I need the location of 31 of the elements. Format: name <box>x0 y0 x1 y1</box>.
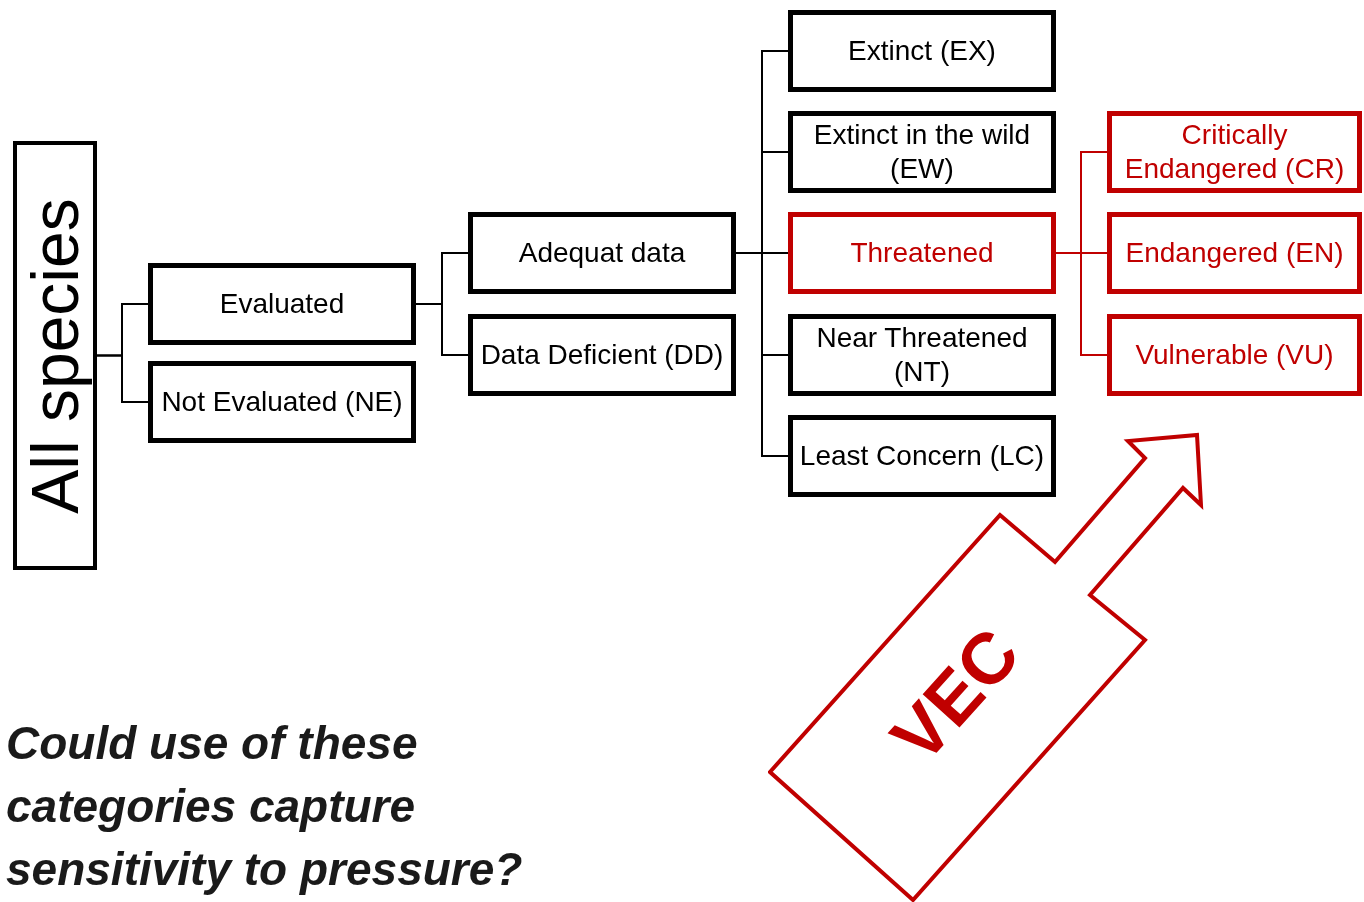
box-label: Adequat data <box>518 236 686 270</box>
box-label: Not Evaluated (NE) <box>161 385 403 419</box>
box-label: Extinct in the wild (EW) <box>812 118 1032 186</box>
arrow-label: VEC <box>878 615 1032 775</box>
connector-line <box>1055 252 1108 356</box>
connector-line <box>735 252 789 457</box>
category-box <box>788 212 1056 294</box>
connector-line <box>415 303 469 356</box>
category-box <box>1107 314 1362 396</box>
category-box <box>1107 212 1362 294</box>
box-label: Data Deficient (DD) <box>480 338 724 372</box>
connector-line <box>96 354 149 403</box>
box-label: Extinct (EX) <box>848 34 996 68</box>
category-box <box>788 314 1056 396</box>
category-box <box>468 314 736 396</box>
box-label: Endangered (EN) <box>1125 236 1344 270</box>
category-box <box>13 141 97 570</box>
box-label: Least Concern (LC) <box>799 439 1045 473</box>
category-box <box>788 415 1056 497</box>
question-text: Could use of these categories capture sensitivity to pressure? <box>6 716 524 897</box>
category-box <box>1107 111 1362 193</box>
box-label: Evaluated <box>219 287 345 321</box>
category-box <box>788 111 1056 193</box>
category-box <box>788 10 1056 92</box>
category-box <box>468 212 736 294</box>
box-label: Critically Endangered (CR) <box>1123 118 1346 186</box>
box-label: Threatened <box>850 236 994 270</box>
box-label: Vulnerable (VU) <box>1135 338 1334 372</box>
category-box <box>148 361 416 443</box>
category-box <box>148 263 416 345</box>
box-label: Near Threatened (NT) <box>815 321 1029 389</box>
